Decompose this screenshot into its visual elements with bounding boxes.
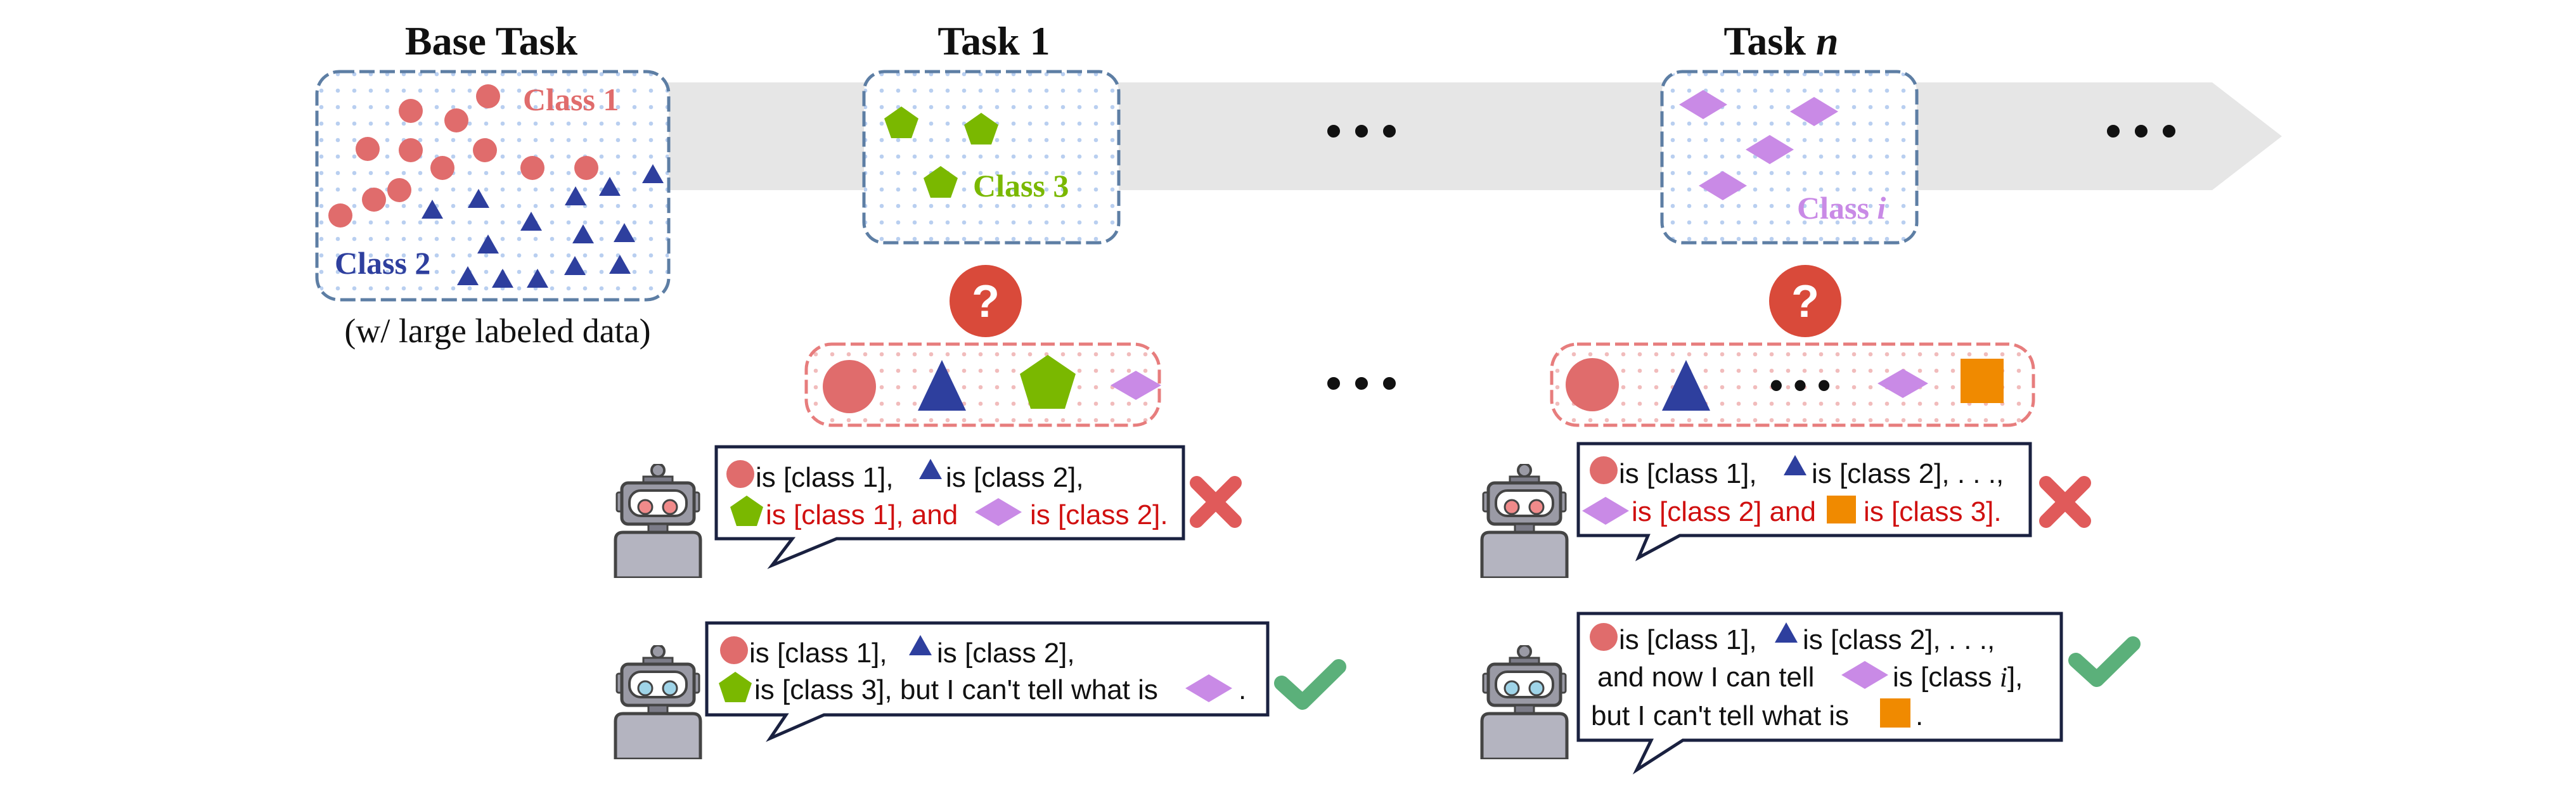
classi-label: Class i bbox=[1797, 190, 1886, 226]
svg-text:is [class 2].: is [class 2]. bbox=[1030, 499, 1168, 530]
class3-label: Class 3 bbox=[973, 168, 1069, 203]
speech-bubble-left-right: is [class 1], is [class 2], is [class 3]… bbox=[705, 621, 1270, 742]
check-icon-left bbox=[1274, 659, 1346, 710]
taskn-title: Task n bbox=[1724, 18, 1839, 63]
query-box-taskn: • • • bbox=[1550, 342, 2035, 427]
svg-text:is [class i],: is [class i], bbox=[1893, 662, 2023, 693]
query-diamond bbox=[1877, 369, 1928, 398]
query-ellipsis: • • • bbox=[1326, 358, 1397, 408]
question-icon-taskn: ? bbox=[1769, 265, 1841, 337]
svg-text:is [class 1],: is [class 1], bbox=[749, 638, 887, 669]
task1-box: Class 3 bbox=[862, 70, 1121, 245]
robot-right-wrong bbox=[1482, 464, 1567, 578]
query-inner-ellipsis: • • • bbox=[1770, 364, 1831, 406]
taskn-box: Class i bbox=[1660, 70, 1919, 245]
timeline-ellipsis-2: • • • bbox=[2106, 106, 2177, 155]
robot-right-right bbox=[1482, 645, 1567, 759]
svg-text:and now I can tell: and now I can tell bbox=[1597, 662, 1814, 693]
svg-text:is [class 3], but I can't tell: is [class 3], but I can't tell what is bbox=[754, 674, 1158, 705]
base-task-box: Class 1 Class 2 bbox=[315, 70, 671, 302]
robot-left-wrong bbox=[615, 464, 700, 578]
base-task-title: Base Task bbox=[405, 18, 578, 63]
wrong-icon-right bbox=[2039, 476, 2091, 528]
question-icon-task1: ? bbox=[950, 265, 1022, 337]
speech-bubble-left-wrong: is [class 1], is [class 2], is [class 1]… bbox=[714, 445, 1185, 569]
svg-text:is [class 2] and: is [class 2] and bbox=[1632, 496, 1816, 527]
check-icon-right bbox=[2068, 636, 2141, 687]
query-pentagon bbox=[1020, 355, 1076, 409]
svg-text:?: ? bbox=[972, 276, 1000, 327]
query-square bbox=[1961, 359, 2004, 403]
svg-text:is [class 1],: is [class 1], bbox=[1619, 458, 1757, 489]
svg-text:is [class 1], and: is [class 1], and bbox=[766, 499, 958, 530]
svg-text:.: . bbox=[1239, 674, 1246, 705]
base-task-note: (w/ large labeled data) bbox=[344, 312, 650, 350]
svg-text:is [class 2],: is [class 2], bbox=[937, 638, 1075, 669]
svg-text:is [class 1],: is [class 1], bbox=[1619, 624, 1757, 655]
class1-label: Class 1 bbox=[523, 82, 619, 117]
class1-samples bbox=[328, 84, 598, 228]
class3-samples bbox=[884, 106, 998, 198]
wrong-icon-left bbox=[1190, 476, 1242, 528]
speech-bubble-right-right: is [class 1], is [class 2], . . ., and n… bbox=[1576, 612, 2063, 774]
query-circle bbox=[1566, 358, 1619, 411]
class2-label: Class 2 bbox=[335, 245, 430, 281]
timeline-ellipsis-1: • • • bbox=[1326, 106, 1397, 155]
query-diamond bbox=[1111, 371, 1161, 400]
query-triangle bbox=[1662, 360, 1710, 411]
svg-text:but I can't tell what is: but I can't tell what is bbox=[1591, 700, 1849, 731]
svg-text:is [class 2], . . .,: is [class 2], . . ., bbox=[1812, 458, 2004, 489]
robot-left-right bbox=[615, 645, 700, 759]
task1-title: Task 1 bbox=[937, 18, 1050, 63]
classi-samples bbox=[1679, 90, 1838, 200]
svg-text:?: ? bbox=[1791, 276, 1819, 327]
svg-text:is [class 3].: is [class 3]. bbox=[1864, 496, 2002, 527]
svg-text:is [class 2],: is [class 2], bbox=[946, 462, 1084, 493]
svg-text:is [class 1],: is [class 1], bbox=[756, 462, 894, 493]
query-triangle bbox=[918, 360, 966, 411]
svg-text:.: . bbox=[1916, 700, 1923, 731]
speech-bubble-right-wrong: is [class 1], is [class 2], . . ., is [c… bbox=[1576, 442, 2032, 562]
query-box-task1 bbox=[804, 342, 1161, 427]
class2-samples bbox=[422, 164, 664, 288]
svg-text:is [class 2], . . .,: is [class 2], . . ., bbox=[1803, 624, 1995, 655]
query-circle bbox=[823, 360, 876, 413]
